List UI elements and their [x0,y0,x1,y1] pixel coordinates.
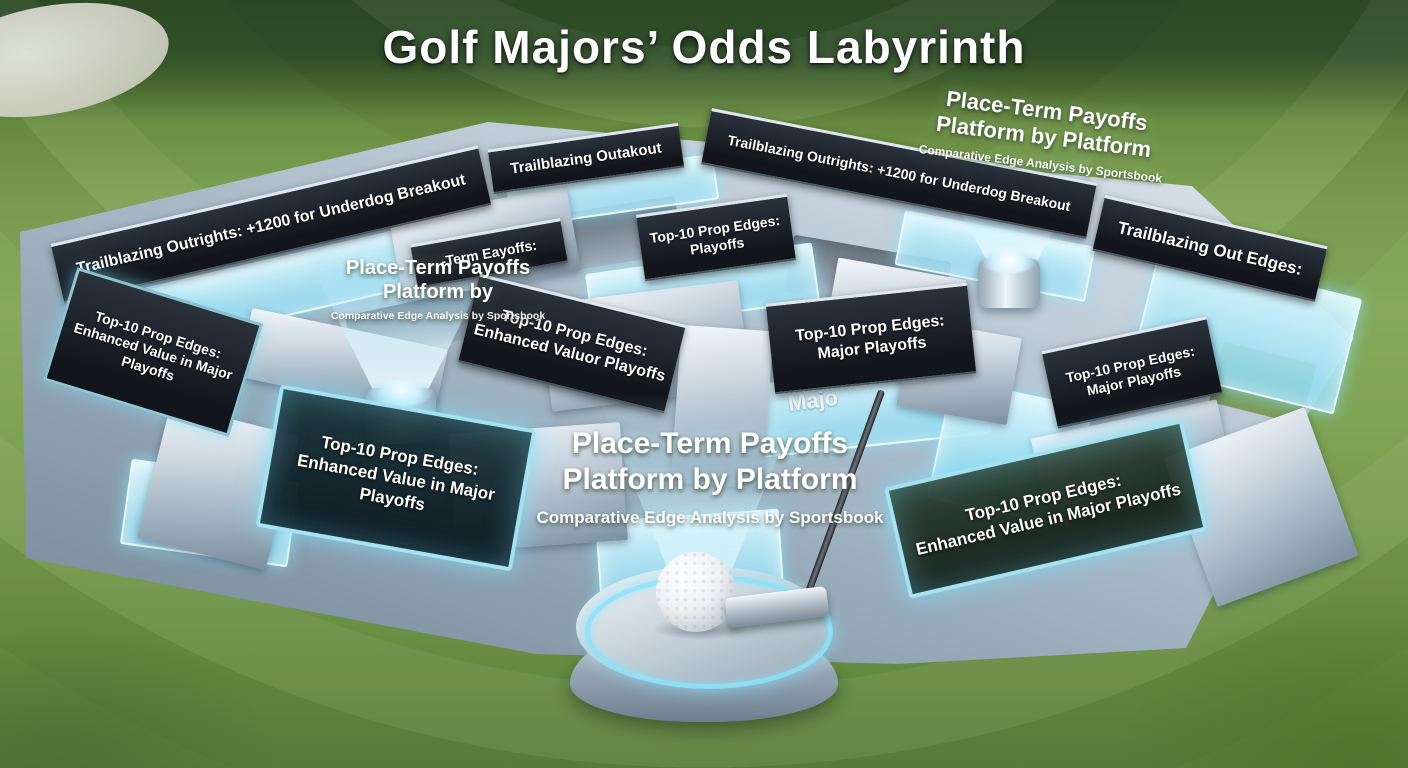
golf-ball [656,552,736,632]
callout-subtitle: Comparative Edge Analysis by Sportsbook [330,310,546,322]
page-title: Golf Majors’ Odds Labyrinth [382,21,1026,73]
callout-line: Platform by Platform [562,463,858,496]
callout-line: Place-Term Payoffs [345,257,531,279]
callout-line: Place-Term Payoffs [571,427,849,460]
callout-line: Platform by [382,281,494,303]
callout-bottom-center: Place-Term Payoffs Platform by Platform … [528,426,892,528]
callout-mid-left: Place-Term Payoffs Platform by Comparati… [322,256,554,323]
callout-subtitle: Comparative Edge Analysis by Sportsbook [536,508,884,527]
banner-text: Trailblazing Outakout [509,139,663,178]
light-pillar-glow [982,251,1036,273]
grass-texture-left [0,620,280,768]
grass-texture-right [1120,600,1408,768]
